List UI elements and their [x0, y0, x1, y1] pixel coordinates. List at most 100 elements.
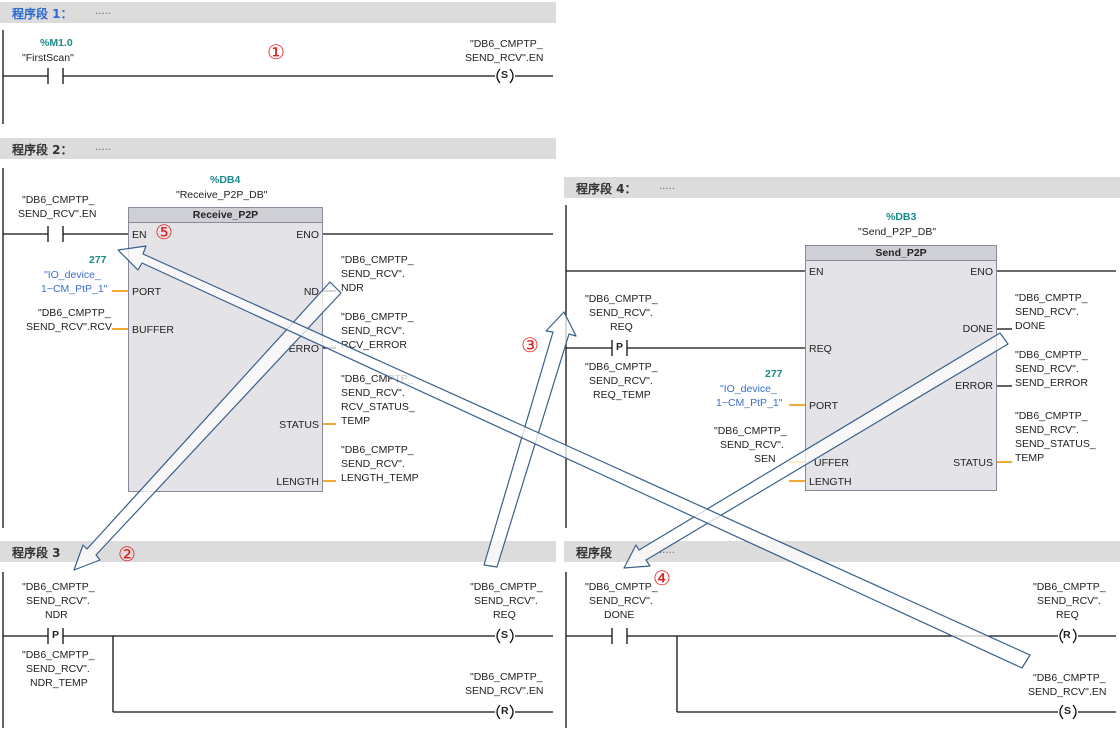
- segment-desc-1: .....: [95, 6, 111, 17]
- seg4-buffer-in-3: SEN: [754, 453, 776, 465]
- receive-pin-ndr: ND: [303, 286, 319, 298]
- send-pin-status: STATUS: [953, 457, 993, 469]
- segment-header-4[interactable]: 程序段 4： .....: [564, 177, 1120, 198]
- seg3-coil2-2: SEND_RCV".EN: [465, 685, 544, 697]
- send-p2p-block-title: Send_P2P: [806, 246, 996, 261]
- receive-pin-eno: ENO: [296, 229, 319, 241]
- seg2-status-out-4: TEMP: [341, 415, 371, 427]
- seg4-status-out-2: SEND_RCV".: [1015, 424, 1079, 436]
- segment-header-5[interactable]: 程序段 .....: [564, 541, 1120, 562]
- seg1-contact-name: "FirstScan": [22, 52, 74, 64]
- seg1-coil-name-2: SEND_RCV".EN: [465, 52, 544, 64]
- seg3-coil1-1: "DB6_CMPTP_: [470, 581, 543, 593]
- seg4-req-contact-1: "DB6_CMPTP_: [585, 293, 658, 305]
- seg1-contact-address: %M1.0: [40, 37, 73, 49]
- seg2-status-out-3: RCV_STATUS_: [341, 401, 415, 413]
- seg2-contact-line2: SEND_RCV".EN: [18, 208, 97, 220]
- seg5-contact-1: "DB6_CMPTP_: [585, 581, 658, 593]
- seg3-coil2-type: R: [501, 705, 509, 717]
- seg4-db-name: "Send_P2P_DB": [858, 226, 937, 238]
- seg2-length-out-3: LENGTH_TEMP: [341, 472, 419, 484]
- seg4-port-line1: "IO_device_: [720, 383, 777, 395]
- segment-title-1: 程序段 1：: [12, 7, 73, 21]
- seg4-done-out-2: SEND_RCV".: [1015, 306, 1079, 318]
- segment-title-4: 程序段 4：: [576, 182, 637, 196]
- send-pin-length: LENGTH: [809, 476, 852, 488]
- seg5-coil1-3: REQ: [1056, 609, 1079, 621]
- seg4-error-out-2: SEND_RCV".: [1015, 363, 1079, 375]
- seg4-req-mem-3: REQ_TEMP: [593, 389, 651, 401]
- segment-title-3: 程序段 3: [12, 546, 61, 560]
- segment-header-3[interactable]: 程序段 3: [0, 541, 556, 562]
- seg2-port-line1: "IO_device_: [44, 269, 101, 281]
- seg2-ndr-out-2: SEND_RCV".: [341, 268, 405, 280]
- seg2-port-constant: 277: [89, 254, 107, 266]
- send-pin-done: DONE: [962, 323, 993, 335]
- seg4-status-out-4: TEMP: [1015, 452, 1045, 464]
- seg4-edge-type: P: [616, 341, 624, 353]
- seg2-contact-line1: "DB6_CMPTP_: [22, 194, 95, 206]
- seg2-ndr-out-3: NDR: [341, 282, 364, 294]
- seg2-length-out-2: SEND_RCV".: [341, 458, 405, 470]
- seg5-coil2-type: S: [1064, 705, 1072, 717]
- arrow-en-to-seg2: [117, 245, 1031, 669]
- seg2-buffer-line1: "DB6_CMPTP_: [38, 307, 111, 319]
- seg3-edge-mem-3: NDR_TEMP: [30, 677, 88, 689]
- segment-title-5: 程序段: [576, 546, 613, 560]
- seg3-coil1-2: SEND_RCV".: [474, 595, 538, 607]
- send-pin-en: EN: [809, 266, 824, 278]
- seg3-edge-type: P: [52, 629, 60, 641]
- send-pin-error: ERROR: [955, 380, 993, 392]
- send-pin-buffer: UFFER: [814, 457, 849, 469]
- seg1-coil-type: S: [501, 69, 509, 81]
- seg2-error-out-2: SEND_RCV".: [341, 325, 405, 337]
- seg4-status-out-1: "DB6_CMPTP_: [1015, 410, 1088, 422]
- seg3-contact-1: "DB6_CMPTP_: [22, 581, 95, 593]
- seg2-db-name: "Receive_P2P_DB": [176, 189, 268, 201]
- annotation-1: ①: [267, 40, 285, 64]
- seg3-coil2-1: "DB6_CMPTP_: [470, 671, 543, 683]
- segment-header-1[interactable]: 程序段 1： .....: [0, 2, 556, 23]
- seg4-status-out-3: SEND_STATUS_: [1015, 438, 1096, 450]
- seg3-coil1-type: S: [501, 629, 509, 641]
- segment-header-2[interactable]: 程序段 2： .....: [0, 138, 556, 159]
- send-pin-eno: ENO: [970, 266, 993, 278]
- send-pin-port: PORT: [809, 400, 838, 412]
- seg4-req-contact-3: REQ: [610, 321, 633, 333]
- seg4-error-out-1: "DB6_CMPTP_: [1015, 349, 1088, 361]
- segment-title-2: 程序段 2：: [12, 143, 73, 157]
- seg5-contact-3: DONE: [604, 609, 635, 621]
- seg4-error-out-3: SEND_ERROR: [1015, 377, 1088, 389]
- annotation-2: ②: [118, 542, 136, 566]
- annotation-5: ⑤: [155, 220, 173, 244]
- seg3-contact-2: SEND_RCV".: [26, 595, 90, 607]
- receive-pin-length: LENGTH: [276, 476, 319, 488]
- seg3-coil1-3: REQ: [493, 609, 516, 621]
- receive-p2p-block-title: Receive_P2P: [129, 208, 322, 223]
- seg2-ndr-out-1: "DB6_CMPTP_: [341, 254, 414, 266]
- segment-desc-2: .....: [95, 142, 111, 153]
- seg5-contact-2: SEND_RCV".: [589, 595, 653, 607]
- seg5-coil1-2: SEND_RCV".: [1037, 595, 1101, 607]
- seg2-length-out-1: "DB6_CMPTP_: [341, 444, 414, 456]
- receive-p2p-block[interactable]: Receive_P2P EN ENO PORT BUFFER ND ERRO S…: [128, 207, 323, 492]
- annotation-4: ④: [653, 566, 671, 590]
- seg4-done-out-3: DONE: [1015, 320, 1046, 332]
- seg5-coil2-1: "DB6_CMPTP_: [1033, 672, 1106, 684]
- seg4-req-mem-2: SEND_RCV".: [589, 375, 653, 387]
- send-pin-req: REQ: [809, 343, 832, 355]
- receive-pin-port: PORT: [132, 286, 161, 298]
- seg2-error-out-1: "DB6_CMPTP_: [341, 311, 414, 323]
- seg2-buffer-line2: SEND_RCV".RCV: [26, 321, 112, 333]
- seg2-error-out-3: RCV_ERROR: [341, 339, 407, 351]
- seg1-coil-name-1: "DB6_CMPTP_: [470, 38, 543, 50]
- receive-pin-status: STATUS: [279, 419, 319, 431]
- seg4-port-line2: 1~CM_PtP_1": [716, 397, 783, 409]
- seg4-buffer-in-2: SEND_RCV".: [720, 439, 784, 451]
- seg4-db-address: %DB3: [886, 211, 917, 223]
- seg4-req-mem-1: "DB6_CMPTP_: [585, 361, 658, 373]
- arrow-done-to-seg5: [623, 332, 1009, 569]
- receive-pin-buffer: BUFFER: [132, 324, 174, 336]
- seg4-port-constant: 277: [765, 368, 783, 380]
